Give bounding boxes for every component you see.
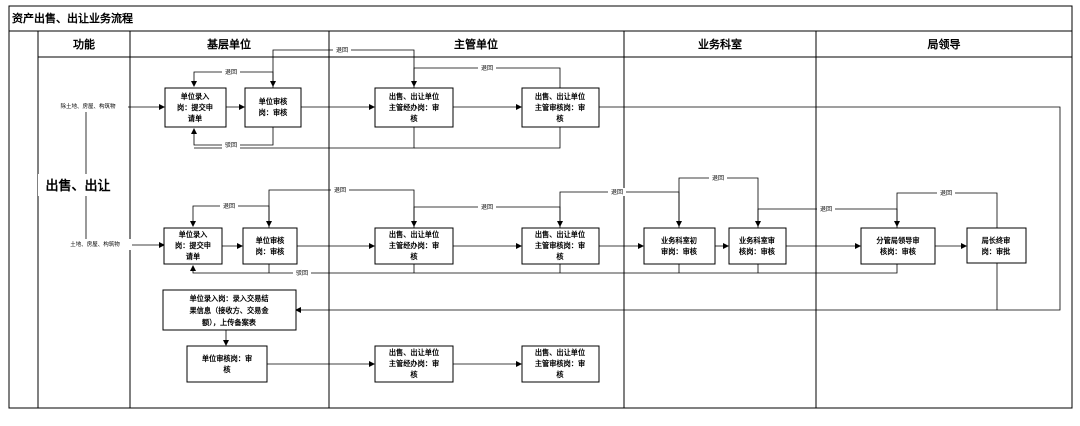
- node-c4-supervisor-review: [521, 345, 600, 383]
- back-label: 退回: [712, 174, 724, 182]
- back-label: 退回: [334, 186, 346, 194]
- node-a3-supervisor-handler: [374, 87, 454, 128]
- node-a4-line: 出售、出让单位: [535, 92, 586, 101]
- category-non-land-label: 除土地、房屋、构筑物: [60, 102, 116, 110]
- node-b8-director-approval: [966, 227, 1027, 264]
- node-b3-line: 主管经办岗：审: [389, 241, 439, 250]
- reject-label: 驳回: [296, 269, 308, 277]
- node-labels: 单位录入 岗：提交申 请单 单位审核 岗：审核 出售、出让单位 主管经办岗：审 …: [175, 92, 1011, 379]
- node-b1-line: 单位录入: [179, 230, 209, 239]
- node-b7-leader-review: [860, 227, 936, 265]
- node-a4-line: 核: [556, 114, 564, 123]
- node-a1-unit-entry: [164, 87, 227, 128]
- back-label: 退回: [225, 68, 237, 76]
- node-b5-line: 业务科室初: [661, 236, 697, 245]
- node-b5-line: 审岗：审核: [661, 247, 698, 256]
- node-b8-line: 岗：审批: [982, 247, 1012, 256]
- lane-header-supervisor: 主管单位: [454, 37, 498, 51]
- node-a3-line: 出售、出让单位: [389, 92, 440, 101]
- node-b7-line: 分管局领导审: [876, 236, 919, 245]
- node-a2-unit-review: [244, 87, 302, 128]
- node-c2-line: 单位审核岗：审: [202, 354, 252, 363]
- node-b6-dept-review: [728, 227, 787, 265]
- node-c3-line: 核: [410, 370, 418, 379]
- back-label: 退回: [336, 46, 348, 54]
- node-c3-line: 出售、出让单位: [389, 348, 440, 357]
- back-label: 退回: [940, 189, 952, 197]
- back-label: 退回: [481, 64, 493, 72]
- swimlane-grid: [8, 5, 1073, 409]
- node-c1-result-entry: [162, 289, 297, 331]
- node-a3-line: 主管经办岗：审: [389, 103, 439, 112]
- node-b3-line: 核: [410, 252, 418, 261]
- node-c1-line: 果信息（接收方、交易金: [188, 306, 269, 315]
- node-a2-line: 单位审核: [259, 97, 289, 106]
- node-b2-unit-review: [242, 227, 298, 265]
- node-a1-line: 请单: [188, 114, 202, 123]
- connectors: [190, 49, 1061, 367]
- node-b1-line: 请单: [186, 252, 200, 261]
- back-label: 退回: [611, 188, 623, 196]
- node-a1-line: 岗：提交申: [177, 103, 213, 112]
- back-label: 退回: [481, 203, 493, 211]
- node-b7-line: 核岗：审核: [880, 247, 917, 256]
- node-a2-line: 岗：审核: [259, 108, 289, 117]
- lane-header-grassroots: 基层单位: [206, 37, 251, 51]
- node-b3-supervisor-handler: [374, 227, 454, 265]
- node-a3-line: 核: [410, 114, 418, 123]
- node-b6-line: 业务科室审: [739, 236, 775, 245]
- node-b2-line: 单位审核: [256, 236, 286, 245]
- category-land-label: 土地、房屋、构筑物: [70, 240, 120, 248]
- node-b1-unit-entry: [163, 227, 223, 265]
- edge-labels: 退回 退回 退回 驳回 退回 退回 退回 退回 退回 退回 退回 驳回: [220, 46, 955, 277]
- diagram-title: 资产出售、出让业务流程: [12, 11, 133, 25]
- node-c4-line: 核: [556, 370, 564, 379]
- function-label: 出售、出让: [45, 178, 110, 194]
- node-a4-line: 主管审核岗：审: [535, 103, 585, 112]
- node-c1-line: 单位录入岗：录入交易结: [189, 294, 268, 303]
- node-c3-supervisor-handler: [374, 345, 454, 383]
- node-b4-supervisor-review: [521, 227, 600, 265]
- node-b1-line: 岗：提交申: [175, 241, 211, 250]
- node-c1-line: 额），上传备案表: [202, 318, 257, 327]
- node-c4-line: 主管审核岗：审: [535, 359, 585, 368]
- node-b2-line: 岗：审核: [256, 247, 286, 256]
- reject-label: 驳回: [225, 141, 237, 149]
- node-b8-line: 局长终审: [981, 236, 1011, 245]
- node-b5-dept-initial-review: [643, 227, 716, 265]
- node-a1-line: 单位录入: [181, 92, 211, 101]
- back-label: 退回: [223, 202, 235, 210]
- lane-header-bureau-leader: 局领导: [927, 37, 961, 51]
- header-function: 功能: [73, 37, 95, 51]
- node-c4-line: 出售、出让单位: [535, 348, 586, 357]
- node-b3-line: 出售、出让单位: [389, 230, 440, 239]
- node-b4-line: 出售、出让单位: [535, 230, 586, 239]
- node-c2-unit-review: [186, 345, 268, 383]
- node-b4-line: 主管审核岗：审: [535, 241, 585, 250]
- node-b6-line: 核岗：审核: [739, 247, 776, 256]
- node-c3-line: 主管经办岗：审: [389, 359, 439, 368]
- node-b4-line: 核: [556, 252, 564, 261]
- node-a4-supervisor-review: [521, 87, 600, 128]
- back-label: 退回: [820, 205, 832, 213]
- node-c2-line: 核: [223, 365, 231, 374]
- lane-header-business-dept: 业务科室: [698, 37, 742, 51]
